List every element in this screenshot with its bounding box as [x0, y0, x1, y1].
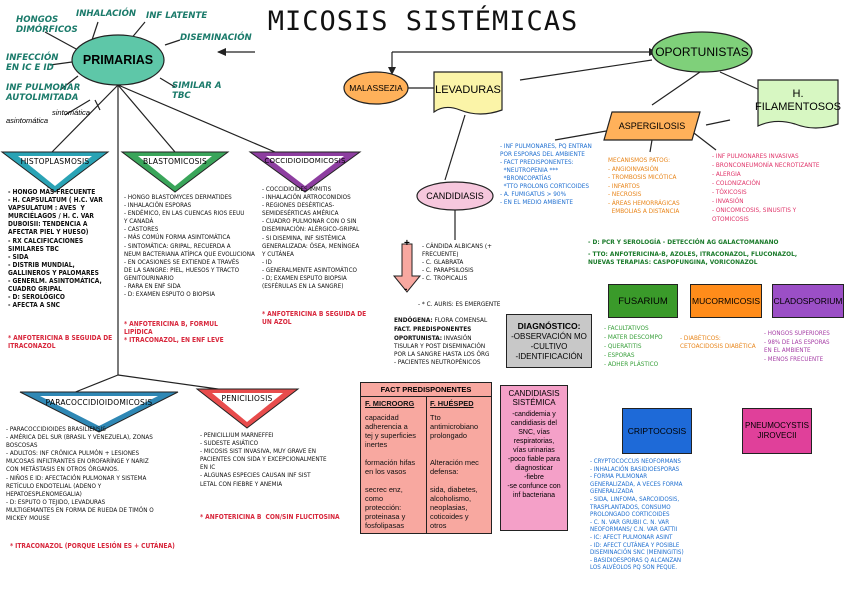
fusarium-details: - FACULTATIVOS - MATER DESCOMPO - QUERAT…	[604, 324, 663, 368]
col-microorg-header: F. MICROORG	[365, 399, 415, 408]
label-hongos-dimorficos: HONGOS DIMÓRFICOS	[16, 15, 78, 35]
aspergilosis-mecanismos: MECANISMOS PATOG: - ANGIOINVASIÓN - TROM…	[608, 156, 680, 215]
col-microorg-content: capacidad adherencia a tej y superficies…	[365, 413, 416, 530]
label-sintomatica: sintomática	[52, 108, 90, 117]
levaduras-node[interactable]: LEVADURAS	[435, 84, 501, 96]
label-inf-pulmonar: INF PULMONAR AUTOLIMITADA	[6, 83, 81, 103]
candida-oportunista: OPORTUNISTA: INVASIÓN TISULAR Y POST DIS…	[394, 334, 490, 367]
histoplasmosis-label[interactable]: HISTOPLASMOSIS	[20, 157, 90, 166]
diagnostico-box: DIAGNÓSTICO: -OBSERVACIÓN MO -CULTIVO -I…	[506, 314, 592, 368]
peniciliosis-details: - PENICILLIUM MARNEFFEI - SUDESTE ASIÁTI…	[200, 432, 327, 488]
cladosporium-details: - HONGOS SUPERIORES - 98% DE LAS ESPORAS…	[764, 330, 830, 363]
diagnostico-items: -OBSERVACIÓN MO -CULTIVO -IDENTIFICACIÓN	[511, 332, 587, 361]
fact-predisponentes-title: FACT PREDISPONENTES	[380, 385, 472, 394]
diagnostico-title: DIAGNÓSTICO:	[517, 321, 581, 331]
malassezia-node[interactable]: MALASSEZIA	[349, 83, 403, 93]
label-diseminacion: DISEMINACIÓN	[180, 33, 252, 43]
paracoccidioidomicosis-details: - PARACOCCIDIOIDES BRASILIENSIS - AMÉRIC…	[6, 426, 154, 523]
oportunistas-node[interactable]: OPORTUNISTAS	[655, 45, 749, 59]
coccidioidomicosis-treatment: * ANFOTERICINA B SEGUIDA DE UN AZOL	[262, 310, 367, 327]
label-inhalacion: INHALACIÓN	[76, 9, 137, 19]
aspergilosis-tratamiento: - TTO: ANFOTERICINA-B, AZOLES, ITRACONAZ…	[588, 250, 798, 267]
candidiasis-sistemica-box: CANDIDIASIS SISTÉMICA -candidemia y cand…	[500, 385, 568, 531]
criptocosis-node[interactable]: CRIPTOCOSIS	[622, 408, 692, 454]
candida-fact-predisponentes: FACT. PREDISPONENTES	[394, 325, 472, 333]
coccidioidomicosis-details: - COCCIDIOIDES IMMITIS - INHALACIÓN ARTR…	[262, 186, 360, 291]
candidiasis-sistemica-title: CANDIDIASIS SISTÉMICA	[508, 389, 560, 407]
histoplasmosis-details: - HONGO MÁS FRECUENTE - H. CAPSULATUM ( …	[8, 188, 103, 310]
candida-endogena: ENDÓGENA: FLORA COMENSAL	[394, 316, 488, 324]
mucormicosis-node[interactable]: MUCORMICOSIS	[690, 284, 762, 318]
candida-auris: - * C. AURIS: ES EMERGENTE	[418, 300, 501, 308]
candidiasis-sistemica-items: -candidemia y candidiasis del SNC, vías …	[507, 411, 561, 499]
label-infeccion-ic-id: INFECCIÓN EN IC E ID	[6, 53, 59, 73]
histoplasmosis-treatment: * ANFOTERICINA B SEGUIDA DE ITRACONAZOL	[8, 334, 113, 351]
col-huesped-header: F. HUÉSPED	[430, 399, 474, 408]
blastomicosis-treatment: * ANFOTERICINA B, FORMUL LIPÍDICA * ITRA…	[124, 320, 224, 345]
candidiasis-node[interactable]: CANDIDIASIS	[426, 191, 484, 201]
paracoccidioidomicosis-label[interactable]: PARACOCCIDIOIDOMICOSIS	[45, 398, 153, 407]
peniciliosis-label[interactable]: PENICILIOSIS	[221, 394, 273, 403]
coccidioidomicosis-label[interactable]: COCCIDIOIDOMICOSIS	[264, 157, 346, 165]
cladosporium-node[interactable]: CLADOSPORIUM	[772, 284, 844, 318]
page-title: MICOSIS SISTÉMICAS	[267, 6, 579, 37]
criptocosis-details: - CRYPTOCOCCUS NEOFORMANS - INHALACIÓN B…	[590, 458, 684, 572]
label-inf-latente: INF LATENTE	[146, 11, 208, 21]
mucormicosis-details: - DIABÉTICOS: CETOACIDOSIS DIABÉTICA	[680, 334, 756, 350]
label-similar-tbc: SIMILAR A TBC	[172, 81, 222, 101]
paracoccidioidomicosis-treatment: * ITRACONAZOL (PORQUE LESIÓN ES + CUTÁNE…	[10, 542, 175, 550]
minus-sign: -	[404, 284, 408, 295]
primarias-node[interactable]: PRIMARIAS	[82, 53, 154, 67]
pneumocystis-node[interactable]: PNEUMOCYSTIS JIROVECII	[742, 408, 812, 454]
col-huesped-content: Tto antimicrobiano prolongado Alteración…	[430, 413, 479, 530]
label-asintomatica: asintomática	[6, 116, 49, 125]
plus-sign: +	[404, 238, 410, 249]
aspergilosis-formas: - INF PULMONARES INVASIVAS - BRONCONEUMO…	[712, 152, 820, 223]
aspergilosis-diagnostico: - D: PCR Y SEROLOGÍA - DETECCIÓN AG GALA…	[588, 238, 779, 246]
candida-species: - CÁNDIDA ALBICANS (+ FRECUENTE) - C. GL…	[422, 242, 492, 283]
blastomicosis-details: - HONGO BLASTOMYCES DERMATIDES - INHALAC…	[124, 194, 255, 299]
aspergilosis-general: - INF PULMONARES, PQ ENTRAN POR ESPORAS …	[500, 142, 592, 206]
h-filamentosos-node[interactable]: H. FILAMENTOSOS	[755, 88, 841, 113]
fusarium-node[interactable]: FUSARIUM	[608, 284, 678, 318]
aspergilosis-node[interactable]: ASPERGILOSIS	[618, 121, 686, 131]
peniciliosis-treatment: * ANFOTERICINA B CON/SIN FLUCITOSINA	[200, 513, 340, 521]
blastomicosis-label[interactable]: BLASTOMICOSIS	[142, 157, 208, 166]
fact-predisponentes-box: FACT PREDISPONENTES F. MICROORG F. HUÉSP…	[360, 382, 492, 534]
